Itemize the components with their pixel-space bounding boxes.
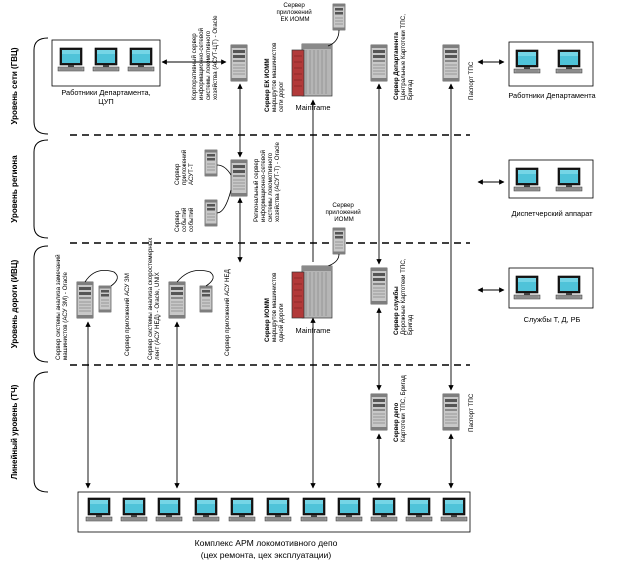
ek-iomm-app-label: Сервер приложений ЕК ИОММ (277, 2, 314, 23)
dept-server-icon (370, 44, 388, 82)
dept-server-label: Сервер Департамента Центральные Картотек… (393, 12, 414, 100)
iomm-server-label: Сервер ИОММ маршрутов машинистов одной д… (264, 271, 285, 342)
dept-workers-right-group: Работники Департамента (508, 41, 597, 100)
depot-complex-label-1: Комплекс АРМ локомотивного депо (195, 538, 338, 548)
passport-bottom-server-icon (442, 393, 460, 431)
asu-ned-app-label: Сервер приложений АСУ НЕД (224, 268, 231, 356)
services-label: Службы Т, Д, РБ (524, 315, 581, 324)
mainframe-bottom-icon (291, 265, 333, 319)
asu-zm-server-label: Сервер системы анализа замечаний машинис… (55, 253, 69, 360)
asu-zm-app-icon (98, 285, 112, 313)
depot-complex-label-2: (цех ремонта, цех эксплуатации) (201, 550, 332, 560)
asu-ned-app-icon (199, 285, 213, 313)
events-server-label: Сервер событий событий (174, 206, 195, 232)
regional-server-label: Региональный сервер информационно-сетево… (253, 141, 281, 222)
corp-server-icon (230, 44, 248, 82)
connections (85, 59, 505, 489)
road-service-server-icon (370, 267, 388, 305)
services-group: Службы Т, Д, РБ (508, 267, 594, 324)
iomm-app-label: Сервер приложений ИОММ (326, 202, 363, 223)
dispatcher-label: Диспетчерский аппарат (511, 209, 593, 218)
passport-top-label: Паспорт ТПС (468, 61, 475, 100)
level-brackets (33, 37, 49, 493)
dispatcher-group: Диспетчерский аппарат (508, 159, 594, 218)
events-server-icon (204, 199, 218, 227)
regional-server-icon (230, 159, 248, 197)
level-label-tch: Линейный уровень (ТЧ) (10, 384, 19, 479)
passport-top-server-icon (442, 44, 460, 82)
app-server-asut-icon (204, 149, 218, 177)
level-label-ivc: Уровень дороги (ИВЦ) (10, 259, 19, 348)
dept-workers-group: Работники Департамента, ЦУП (51, 39, 161, 106)
road-service-label: Сервер службы Дорожные Картотеки ТПС, Бр… (393, 257, 414, 335)
asu-zm-server-icon (76, 281, 94, 319)
dept-workers-right-label: Работники Департамента (508, 91, 596, 100)
app-server-asut-label: Сервер приложений АСУТ-Т (174, 148, 195, 185)
asu-ned-server-icon (168, 281, 186, 319)
corp-server-label: Корпоративный сервер информационно-сетев… (191, 15, 219, 100)
level-label-region: Уровень региона (10, 155, 19, 223)
depot-server-icon (370, 393, 388, 431)
depot-complex-group: Комплекс АРМ локомотивного депо (цех рем… (77, 491, 471, 560)
ek-iomm-server-label: Сервер ЕК ИОММ маршрутов машинистов сети… (264, 41, 285, 112)
passport-bottom-label: Паспорт ТПС (468, 393, 475, 432)
mainframe-top-icon (291, 43, 333, 97)
ek-iomm-app-server-icon (332, 3, 346, 31)
depot-server-label: Сервер депо Картотеки ТПС, Бригад (393, 375, 407, 442)
iomm-app-server-icon (332, 227, 346, 255)
dept-workers-cup-label: Работники Департамента, (61, 88, 150, 97)
level-label-gvc: Уровень сети (ГВЦ) (10, 47, 19, 124)
asu-ned-server-label: Сервер системы анализа скоростемерных ле… (147, 236, 161, 360)
asu-zm-app-label: Сервер приложений АСУ ЗМ (124, 273, 131, 356)
level-separators (70, 134, 470, 366)
cup-label: ЦУП (98, 97, 113, 106)
